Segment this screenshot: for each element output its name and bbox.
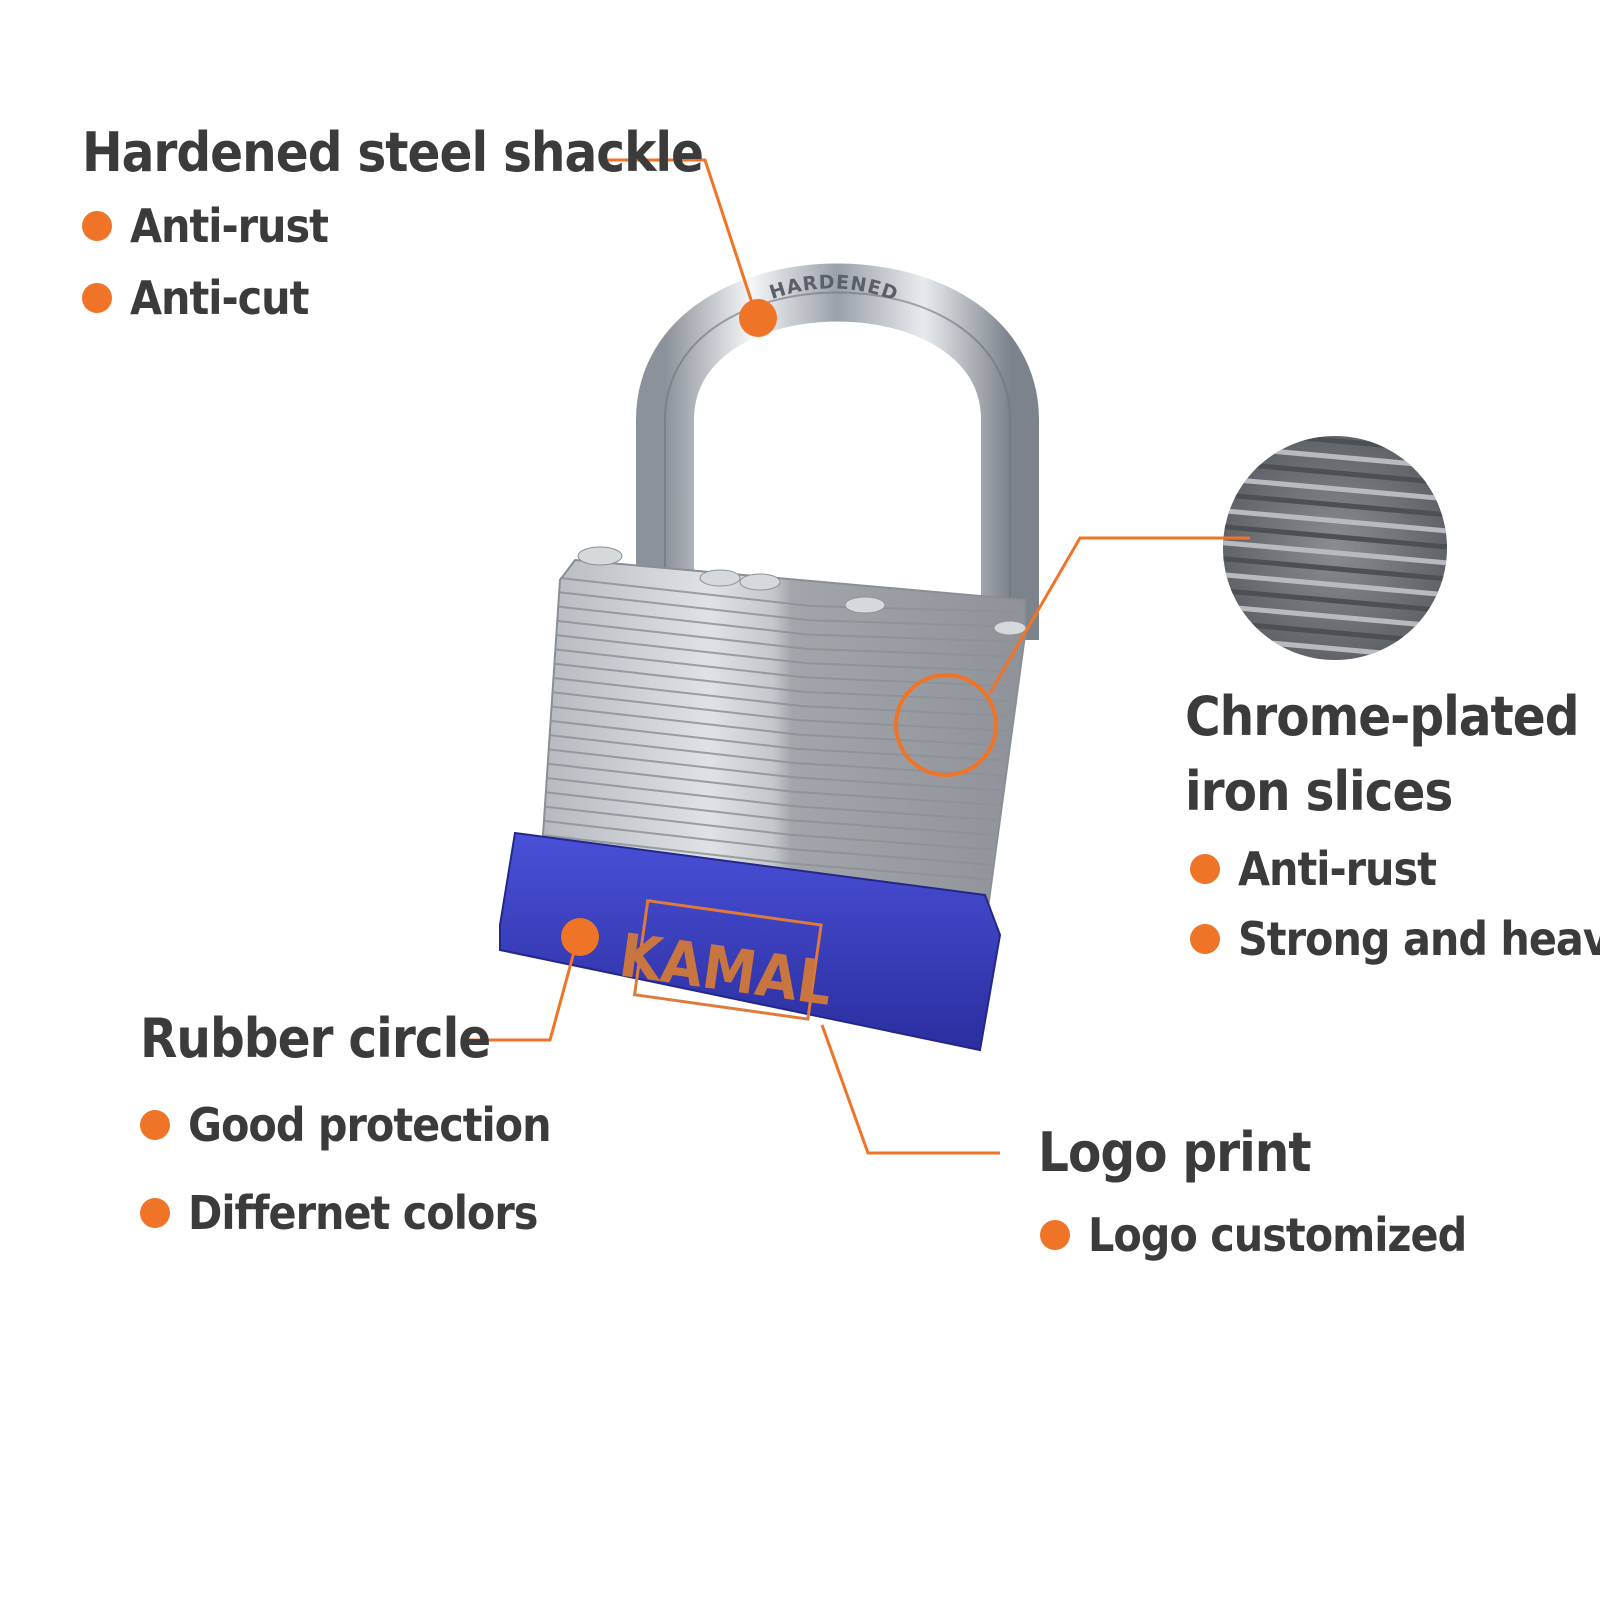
bullet-dot (1190, 924, 1220, 954)
lamination-line (558, 591, 1021, 628)
shackle-callout-dot (739, 299, 777, 337)
zoom-stripe (1223, 507, 1447, 535)
lamination-line (553, 677, 1010, 717)
lamination-line (556, 634, 1015, 673)
zoom-stripe (1223, 475, 1447, 503)
lamination-line (548, 748, 1001, 792)
lamination-line (546, 777, 997, 821)
zoom-stripe (1223, 587, 1447, 615)
lamination-line (554, 662, 1012, 703)
rubber-callout-dot (561, 918, 599, 956)
lamination-line (545, 791, 995, 836)
zoom-stripe (1223, 491, 1447, 519)
shackle-bullet-2: Anti-cut (82, 275, 309, 321)
shackle-leader-line (600, 158, 757, 313)
logo-leader-line (820, 1024, 1000, 1155)
lamination-line (550, 719, 1004, 762)
lamination-line (559, 577, 1023, 613)
zoom-stripe (1223, 539, 1447, 567)
logo-callout-title: Logo print (1038, 1121, 1312, 1184)
slices-zoom-image (1223, 436, 1447, 660)
slices-leader-line (988, 536, 1250, 694)
lamination-line (547, 762, 999, 807)
bullet-dot (82, 211, 112, 241)
zoom-stripe (1223, 523, 1447, 551)
slices-highlight-circle (894, 673, 998, 777)
zoom-stripe (1223, 571, 1447, 599)
lamination-line (557, 605, 1019, 643)
shackle-callout-title: Hardened steel shackle (82, 121, 704, 184)
lamination-line (551, 705, 1006, 747)
bullet-dot (1040, 1220, 1070, 1250)
lamination-line (549, 734, 1003, 777)
slices-bullet-2: Strong and heavy (1190, 916, 1600, 962)
slices-callout-title-line2: iron slices (1185, 760, 1453, 823)
rubber-bullet-2: Differnet colors (140, 1190, 538, 1236)
bullet-dot (140, 1198, 170, 1228)
rubber-bumper (499, 831, 1002, 1052)
logo-bullet-1: Logo customized (1040, 1212, 1467, 1258)
lamination-line (543, 819, 992, 866)
slices-bullet-1: Anti-rust (1190, 846, 1437, 892)
lamination-line (552, 691, 1008, 732)
lock-body (538, 546, 1027, 932)
slices-callout-title-line1: Chrome-plated (1185, 685, 1580, 748)
shackle-bullet-1: Anti-rust (82, 203, 329, 249)
bullet-dot (1190, 854, 1220, 884)
lamination-line (542, 834, 990, 881)
bullet-dot (82, 283, 112, 313)
lamination-line (557, 619, 1017, 658)
lamination-line (555, 648, 1013, 688)
zoom-stripe (1223, 555, 1447, 583)
lamination-line (544, 805, 994, 851)
rubber-bullet-1: Good protection (140, 1102, 552, 1148)
rubber-callout-title: Rubber circle (140, 1007, 491, 1070)
bullet-dot (140, 1110, 170, 1140)
rubber-leader-line (463, 929, 582, 1042)
